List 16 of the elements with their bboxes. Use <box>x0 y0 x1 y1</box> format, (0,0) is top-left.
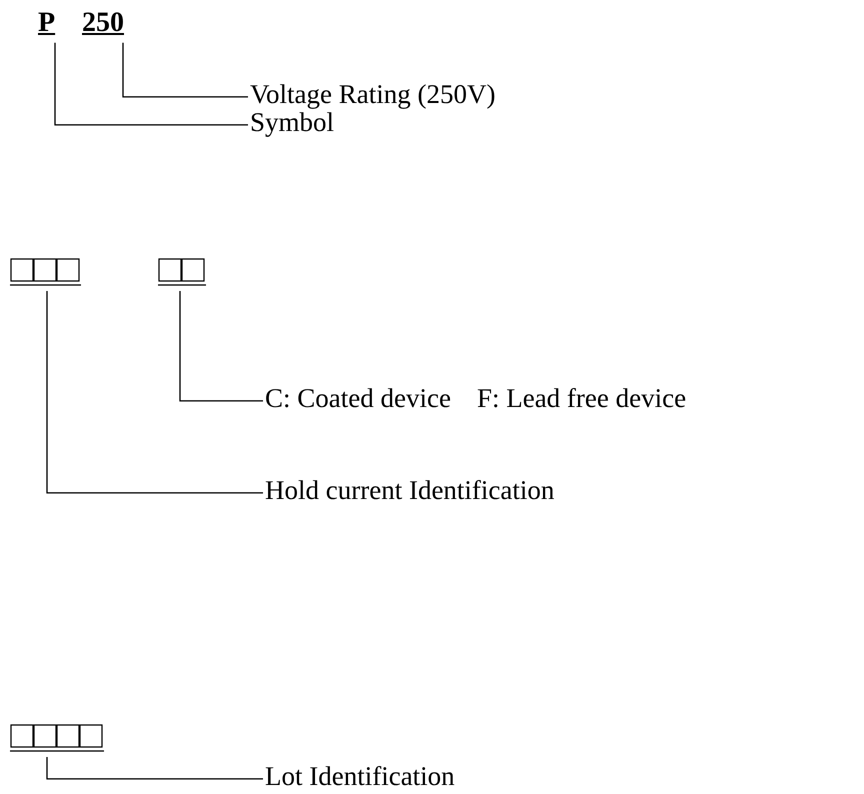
leader-label: Symbol <box>250 108 334 138</box>
leader-line <box>122 42 248 98</box>
marking-code: 250 <box>82 8 124 39</box>
leader-label: Hold current Identification <box>265 476 554 506</box>
leader-line <box>46 757 263 780</box>
leader-label: Lot Identification <box>265 762 455 792</box>
marking-code: P <box>38 8 56 39</box>
leader-label: F: Lead free device <box>476 384 686 414</box>
leader-line <box>179 291 263 402</box>
fill-in-boxes <box>158 258 206 287</box>
leader-line <box>46 291 263 494</box>
leader-label: C: Coated device <box>265 384 451 414</box>
leader-line <box>54 42 248 126</box>
leader-label: Voltage Rating (250V) <box>250 80 496 110</box>
fill-in-boxes <box>10 258 81 287</box>
fill-in-boxes <box>10 724 104 753</box>
